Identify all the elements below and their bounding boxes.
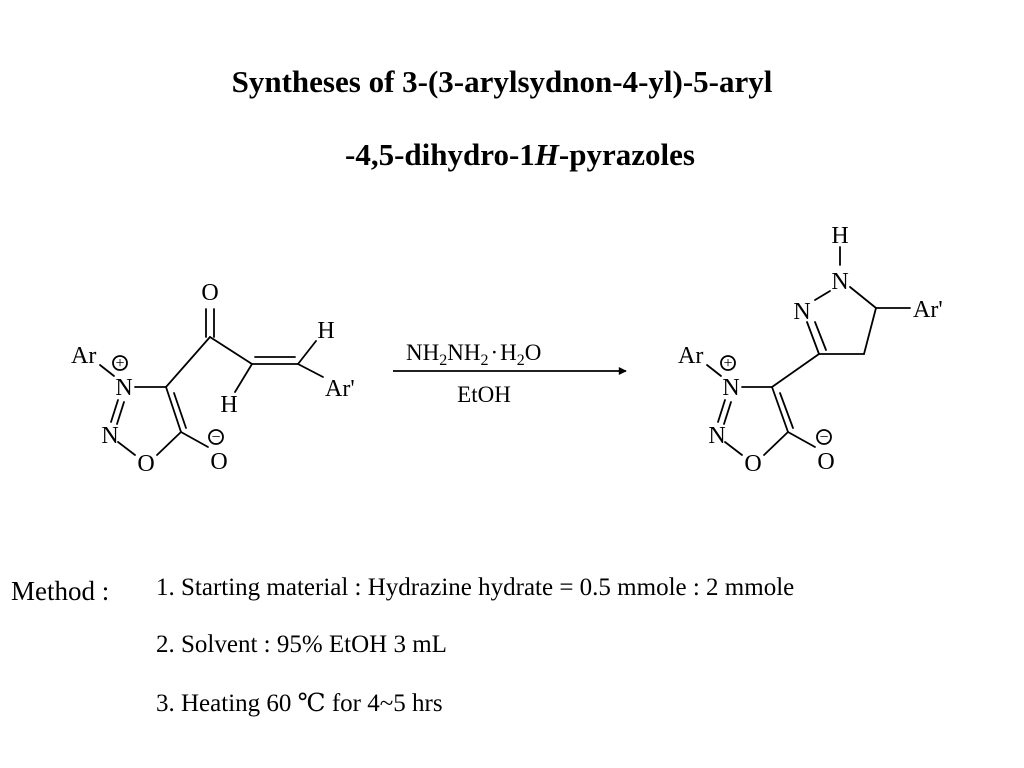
title-line-2-prefix: -4,5-dihydro-1: [345, 137, 535, 172]
reagent-label: NH2NH2·H2O: [406, 340, 541, 369]
product-ar-label: Ar: [678, 343, 703, 369]
reagent-sub-2c: 2: [517, 352, 525, 369]
reactant-n-plus-label: N: [115, 375, 132, 401]
solvent-label: EtOH: [457, 382, 511, 407]
product-bond-c3-n2-a: [806, 321, 820, 355]
reactant-bond-n2-n3-a: [110, 399, 119, 423]
title-line-2: -4,5-dihydro-1H-pyrazoles: [8, 139, 1024, 170]
reactant-ar-label: Ar: [71, 343, 96, 369]
reactant-o-minus-label: O: [210, 449, 227, 475]
product-bond-c5-o-minus: [787, 431, 816, 448]
product-bond-n2-n3-b: [723, 401, 732, 425]
product-minus-circle: [816, 429, 832, 445]
product-bond-o1-n2: [724, 441, 743, 456]
product-bond-n2-n1: [814, 290, 831, 301]
product-plus-circle: [720, 355, 736, 371]
reagent-nh-a: NH: [406, 340, 439, 365]
reactant-o-carbonyl-label: O: [201, 280, 218, 306]
product-pyrazoline-n1-label: N: [831, 269, 848, 295]
reagent-nh-b: NH: [447, 340, 480, 365]
reactant-bond-c4-c5-inner: [173, 392, 187, 429]
reactant-bond-carbonyl-calpha: [209, 336, 253, 365]
product-ar-prime-label: Ar': [913, 297, 943, 323]
product-bond-ar-n: [706, 364, 722, 377]
reaction-arrow-group: NH2NH2·H2O EtOH: [393, 340, 627, 407]
reactant-bond-n2-n3-b: [116, 401, 125, 425]
title-line-2-suffix: -pyrazoles: [558, 137, 695, 172]
reactant-plus-sign: +: [115, 355, 124, 372]
method-label: Method :: [11, 576, 110, 606]
reactant-bond-o1-n2: [117, 441, 136, 456]
reactant-bond-c4-carbonyl: [165, 336, 211, 388]
reactant-bond-c5-o-minus: [180, 431, 209, 448]
title-line-1: Syntheses of 3-(3-arylsydnon-4-yl)-5-ary…: [231, 64, 773, 99]
reagent-sub-2a: 2: [439, 352, 447, 369]
product-bond-c4-c5: [771, 386, 789, 433]
reactant-h-alpha-label: H: [220, 392, 237, 418]
product-bond-n2-n3-a: [717, 399, 726, 423]
reactant-plus-circle: [112, 355, 128, 371]
reagent-sub-2b: 2: [480, 352, 488, 369]
product-n-label: N: [708, 423, 725, 449]
product-bond-n1-c5: [849, 286, 877, 309]
reagent-h: H: [500, 340, 517, 365]
reactant-minus-circle: [208, 429, 224, 445]
reactant-bond-cbeta-h: [297, 340, 317, 365]
product-bond-c5-o1: [763, 431, 789, 456]
product-bond-c4-c5-inner: [779, 392, 794, 429]
reaction-scheme: Ar + N N O − O O H H Ar' NH2NH2·H2O EtOH: [71, 223, 943, 477]
title-line-2-italic: H: [534, 137, 559, 172]
reagent-o: O: [525, 340, 542, 365]
reactant-ar-prime-label: Ar': [325, 376, 355, 402]
product-plus-sign: +: [723, 355, 732, 372]
reactant-bond-ar-n: [99, 364, 115, 377]
product-labels: Ar + N N O − O N N H Ar': [678, 223, 943, 477]
method-step-3: 3. Heating 60 ℃ for 4~5 hrs: [156, 690, 443, 717]
reactant-bond-c5-o1: [156, 431, 182, 456]
reactant-structure: [99, 308, 324, 456]
reagent-dot: ·: [490, 340, 498, 365]
reactant-n-label: N: [101, 423, 118, 449]
product-bond-c5-c4: [863, 307, 877, 355]
reactant-bond-cbeta-arprime: [297, 363, 324, 378]
product-o-minus-label: O: [817, 449, 834, 475]
product-n-plus-label: N: [722, 375, 739, 401]
reactant-o-ring-label: O: [137, 451, 154, 477]
reactant-h-beta-label: H: [317, 318, 334, 344]
reactant-bond-c4-c5: [165, 386, 182, 433]
method-step-1: 1. Starting material : Hydrazine hydrate…: [156, 574, 795, 601]
product-pyrazoline-h-label: H: [831, 223, 848, 249]
product-bond-c4-c3: [771, 353, 820, 388]
reactant-labels: Ar + N N O − O O H H Ar': [71, 280, 355, 477]
method-step-2: 2. Solvent : 95% EtOH 3 mL: [156, 631, 447, 658]
reactant-minus-sign: −: [211, 429, 220, 446]
reactant-bond-calpha-h: [234, 363, 253, 393]
product-pyrazoline-n2-label: N: [793, 299, 810, 325]
product-o-ring-label: O: [744, 451, 761, 477]
product-structure: [706, 246, 911, 456]
product-bond-c3-n2-b: [814, 321, 827, 351]
product-minus-sign: −: [819, 429, 828, 446]
